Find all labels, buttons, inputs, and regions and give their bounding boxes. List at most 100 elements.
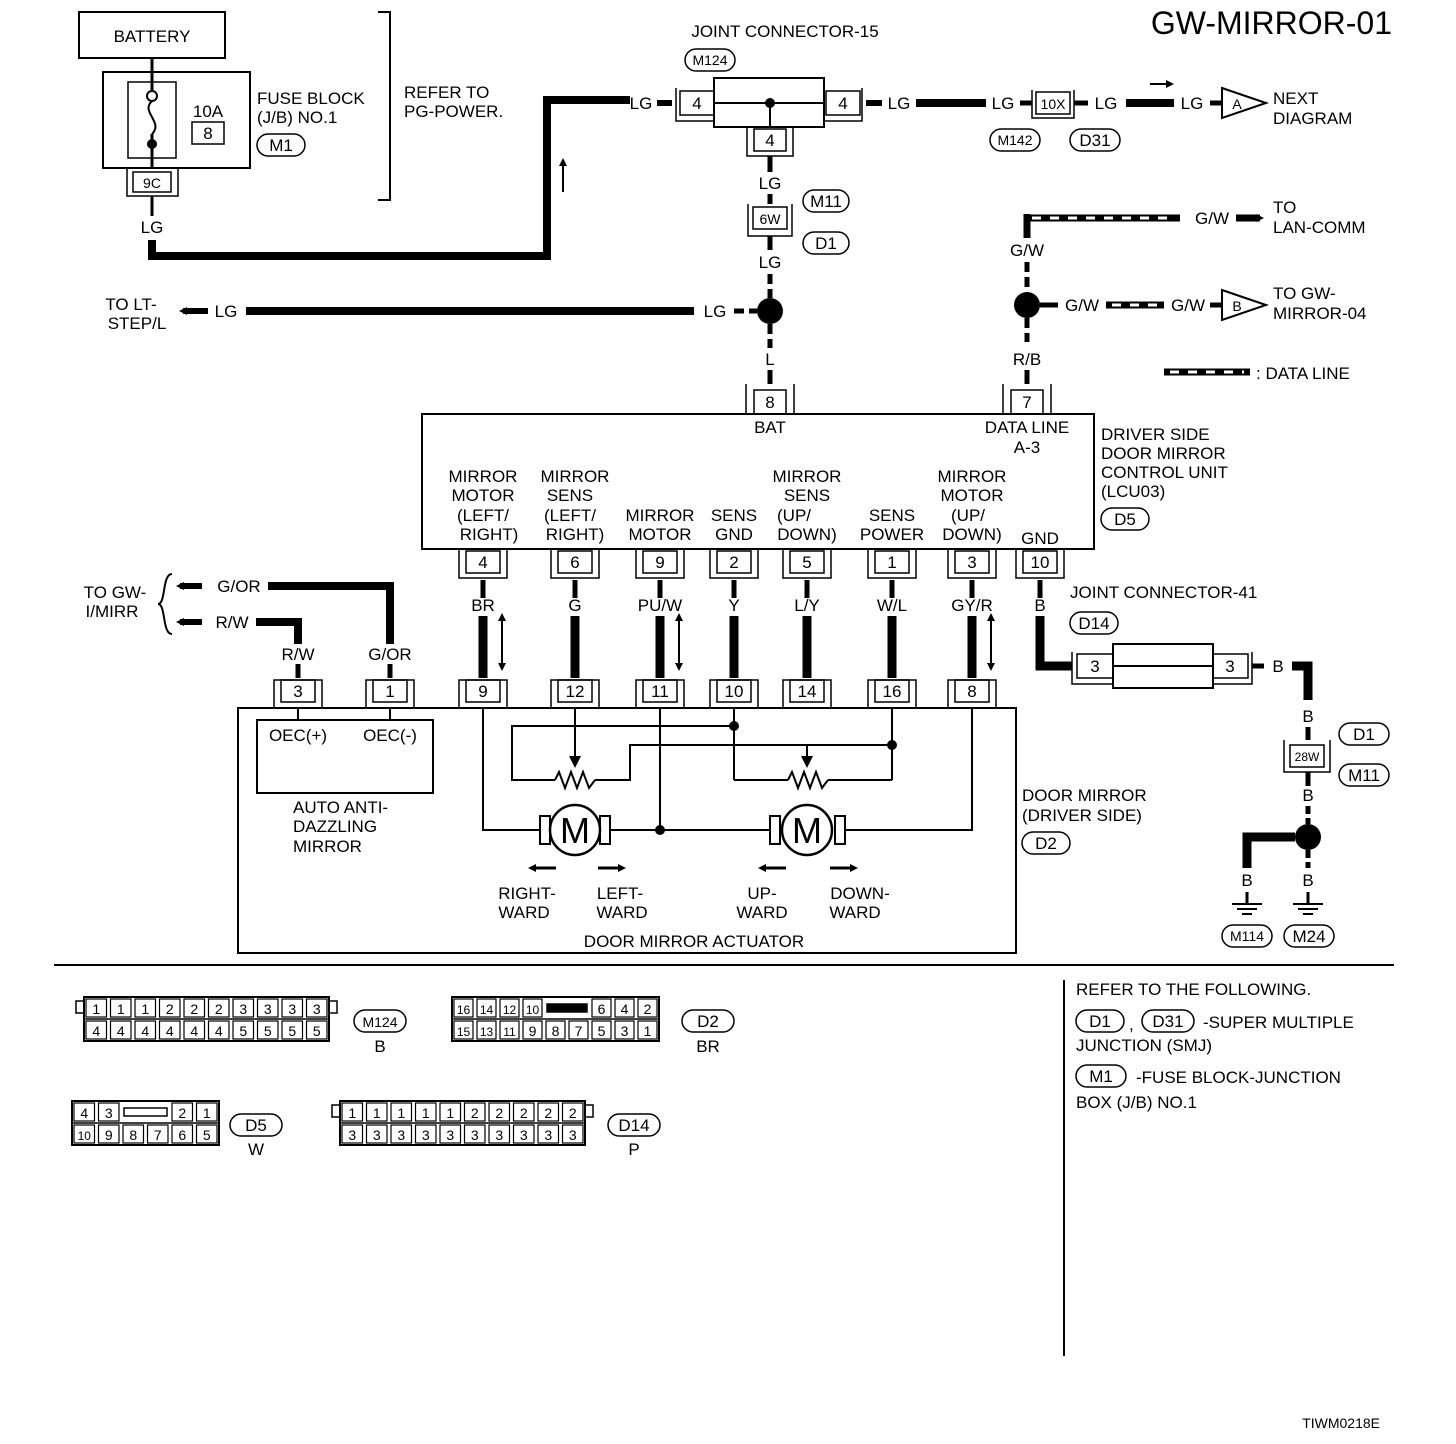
svg-text:D1: D1: [1353, 725, 1375, 744]
svg-text:6: 6: [178, 1127, 186, 1143]
battery: BATTERY: [78, 11, 226, 59]
svg-text:R/B: R/B: [1013, 350, 1041, 369]
wiper-ud-arrow: [801, 756, 813, 768]
svg-text:2: 2: [166, 1001, 174, 1017]
svg-text:3: 3: [1090, 657, 1099, 676]
svg-text:MOTOR: MOTOR: [941, 486, 1004, 505]
svg-text:MIRROR: MIRROR: [626, 506, 695, 525]
svg-text:12: 12: [503, 1003, 517, 1017]
svg-text:MOTOR: MOTOR: [452, 486, 515, 505]
svg-text:G/OR: G/OR: [368, 645, 411, 664]
svg-text:MIRROR: MIRROR: [293, 837, 362, 856]
svg-text:9: 9: [655, 553, 664, 572]
svg-text:3: 3: [239, 1001, 247, 1017]
svg-text:1: 1: [422, 1105, 430, 1121]
junction-dot: [655, 825, 665, 835]
svg-text:I/MIRR: I/MIRR: [86, 602, 139, 621]
svg-text:WARD: WARD: [736, 903, 787, 922]
svg-text:MIRROR: MIRROR: [938, 467, 1007, 486]
svg-text:3: 3: [495, 1127, 503, 1143]
svg-text:5: 5: [313, 1023, 321, 1039]
wire-gyr: GY/R: [951, 596, 993, 615]
lcu-name: DRIVER SIDE: [1101, 425, 1210, 444]
figure-id: TIWM0218E: [1302, 1415, 1380, 1431]
junction-dot: [887, 740, 897, 750]
svg-text:M24: M24: [1292, 927, 1325, 946]
lcu-data-line-label: DATA LINE: [985, 418, 1069, 437]
svg-text:6: 6: [570, 553, 579, 572]
svg-text:BOX (J/B) NO.1: BOX (J/B) NO.1: [1076, 1093, 1197, 1112]
svg-text:2: 2: [544, 1105, 552, 1121]
svg-text:1: 1: [348, 1105, 356, 1121]
lcu-pin: 6: [550, 549, 600, 579]
fuse-block-connector-id: M1: [256, 133, 306, 157]
svg-text:LG: LG: [888, 94, 911, 113]
svg-text:3: 3: [348, 1127, 356, 1143]
svg-text:LG: LG: [704, 302, 727, 321]
door-mirror-connector-id: D2: [1021, 831, 1071, 855]
lcu-pin: 5: [782, 549, 832, 579]
svg-text:10: 10: [526, 1003, 540, 1017]
svg-text:16: 16: [457, 1003, 471, 1017]
svg-text:7: 7: [1022, 393, 1031, 412]
svg-text:3: 3: [569, 1127, 577, 1143]
svg-text:5: 5: [288, 1023, 296, 1039]
svg-text:3: 3: [520, 1127, 528, 1143]
lcu-terminal-6-label: MIRROR SENS (LEFT/ RIGHT): [541, 467, 610, 544]
svg-text:B: B: [1272, 657, 1283, 676]
to-gw-mirror-04-label: TO GW-: [1273, 284, 1336, 303]
door-mirror-pin: 10: [709, 679, 759, 708]
svg-text:2: 2: [520, 1105, 528, 1121]
m11-connector-id: M11: [802, 189, 850, 213]
svg-text:D31: D31: [1152, 1012, 1183, 1031]
svg-text:SENS: SENS: [547, 486, 593, 505]
svg-text:AUTO ANTI-: AUTO ANTI-: [293, 798, 388, 817]
splice-gw: [1014, 292, 1040, 318]
svg-text:4: 4: [478, 553, 487, 572]
svg-text:(UP/: (UP/: [777, 506, 811, 525]
svg-text:1: 1: [385, 682, 394, 701]
svg-text:RIGHT): RIGHT): [546, 525, 605, 544]
splice-ground: [1295, 824, 1321, 850]
door-mirror-pin: 3: [273, 679, 323, 708]
wire-b-gnd: B: [1034, 596, 1045, 615]
jc41-title: JOINT CONNECTOR-41: [1070, 583, 1257, 602]
door-mirror-pin: 14: [782, 679, 832, 708]
svg-text:5: 5: [264, 1023, 272, 1039]
lcu-pin: 10: [1015, 549, 1065, 579]
svg-text:10: 10: [725, 682, 744, 701]
door-mirror-pin: 16: [867, 679, 917, 708]
door-mirror-pin: 1: [365, 679, 415, 708]
svg-text:3: 3: [105, 1105, 113, 1121]
svg-text:D31: D31: [1079, 131, 1110, 150]
svg-text:2: 2: [644, 1001, 652, 1017]
svg-text:2: 2: [495, 1105, 503, 1121]
motor-left-right: M: [539, 803, 611, 857]
wire-wl: W/L: [877, 596, 907, 615]
svg-text:M11: M11: [810, 192, 842, 211]
lcu-pin: 2: [709, 549, 759, 579]
svg-text:LG: LG: [215, 302, 238, 321]
ground-symbol-m114: M114: [1221, 892, 1273, 948]
next-diagram-label: NEXT: [1273, 89, 1318, 108]
svg-text:M124: M124: [362, 1014, 397, 1030]
refer-pg-power: REFER TO: [404, 83, 489, 102]
svg-text:28W: 28W: [1295, 750, 1320, 764]
diagram-title: GW-MIRROR-01: [1151, 5, 1392, 41]
svg-text:9: 9: [529, 1023, 537, 1039]
wire-puw: PU/W: [638, 596, 682, 615]
svg-text:4: 4: [141, 1023, 149, 1039]
svg-text:D2: D2: [697, 1012, 719, 1031]
wiper-lr-arrow: [569, 756, 581, 768]
fuse-block: 10A 8: [102, 71, 251, 169]
m11-connector-id-ground: M11: [1338, 763, 1390, 787]
svg-text:(DRIVER SIDE): (DRIVER SIDE): [1022, 806, 1142, 825]
door-mirror-pin: 8: [947, 679, 997, 708]
splice-lg: [757, 298, 783, 324]
downward-label: DOWN-: [830, 884, 889, 903]
svg-text:2: 2: [190, 1001, 198, 1017]
svg-text:M11: M11: [1348, 766, 1380, 785]
